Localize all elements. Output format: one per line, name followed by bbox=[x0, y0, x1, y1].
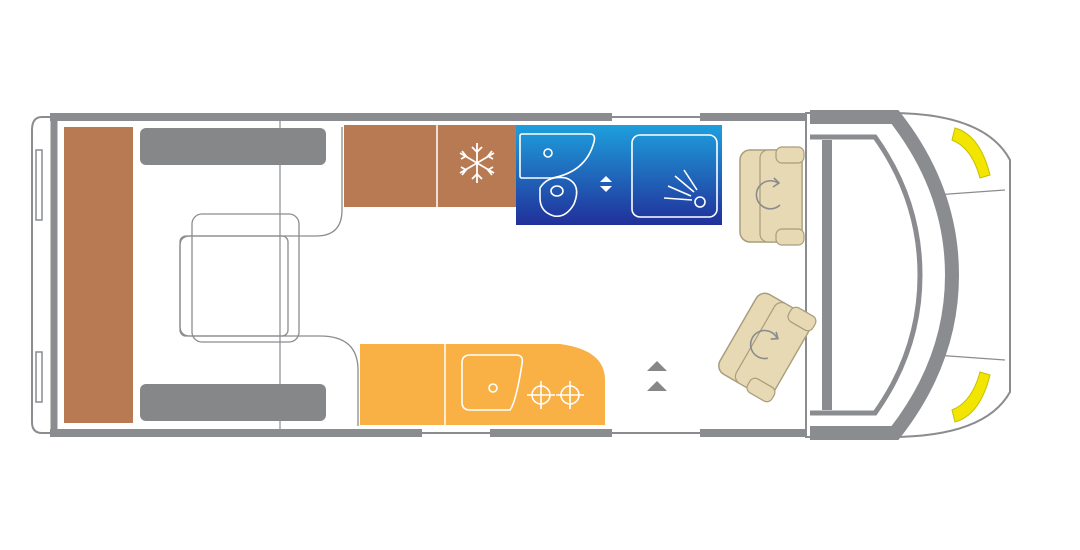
cab-seat-top bbox=[739, 146, 805, 246]
kitchen-unit bbox=[360, 344, 605, 425]
burner-icon bbox=[527, 381, 584, 409]
swivel-icon bbox=[749, 329, 779, 360]
sink-icon bbox=[519, 133, 596, 179]
bench-bottom bbox=[140, 384, 326, 421]
sink-icon bbox=[461, 354, 524, 411]
up-down-arrow-icon bbox=[600, 176, 612, 192]
bathroom bbox=[516, 125, 722, 225]
lounge-outline bbox=[179, 127, 359, 426]
headlight-right bbox=[951, 371, 991, 423]
van-body bbox=[31, 110, 1011, 440]
fridge-unit bbox=[344, 125, 516, 207]
rear-bed bbox=[64, 127, 133, 423]
swivel-icon bbox=[755, 177, 781, 210]
headlight-left bbox=[951, 127, 991, 179]
shower-icon bbox=[631, 134, 718, 218]
snowflake-icon bbox=[459, 143, 495, 183]
up-arrows-icon bbox=[647, 361, 667, 391]
toilet-icon bbox=[539, 176, 578, 218]
cab-seat-bottom bbox=[718, 292, 817, 403]
bench-top bbox=[140, 128, 326, 165]
